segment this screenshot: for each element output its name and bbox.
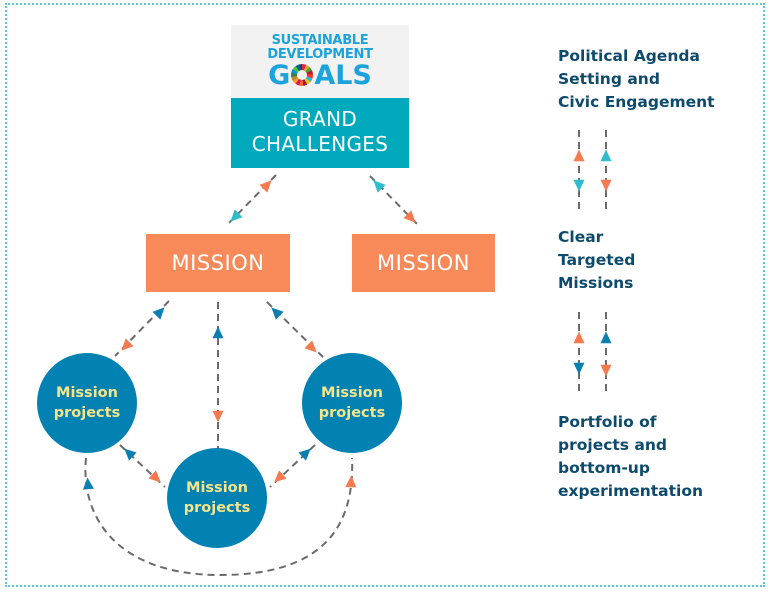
circle-line1: Mission	[56, 385, 118, 401]
side-label-line: Setting and	[558, 70, 660, 88]
side-label-targeted-missions: Clear Targeted Missions	[558, 226, 635, 295]
arrow-up-icon	[271, 307, 284, 320]
circle-line2: projects	[318, 405, 386, 421]
side-label-line: bottom-up	[558, 459, 650, 477]
arrow-up-icon	[259, 180, 272, 193]
grand-challenges-line2: CHALLENGES	[251, 132, 389, 156]
side-label-line: experimentation	[558, 482, 704, 500]
sdg-logo-line1: SUSTAINABLE	[271, 33, 369, 48]
arrow-up-icon	[573, 149, 585, 162]
mission-projects-circle-left: Mission projects	[37, 353, 137, 453]
grand-challenges-box: GRAND CHALLENGES	[231, 98, 409, 168]
side-label-line: Clear	[558, 228, 604, 246]
circle-line1: Mission	[321, 385, 383, 401]
sdg-logo-goals: G ALS	[231, 62, 409, 90]
arrow-up-icon	[600, 149, 612, 162]
arrow-down-icon	[600, 364, 612, 377]
circle-line1: Mission	[186, 480, 248, 496]
diagram-frame	[5, 3, 765, 587]
mission-box-left: MISSION	[146, 234, 290, 292]
arrow-down-icon	[304, 340, 317, 353]
arrow-up-icon	[298, 448, 311, 461]
arrow-up-icon	[600, 331, 612, 344]
arrow-down-icon	[212, 410, 224, 423]
link-project-left-right-curve	[84, 457, 354, 577]
arrow-up-icon	[82, 477, 94, 490]
arrow-down-icon	[573, 179, 585, 192]
sdg-logo-line2: DEVELOPMENT	[267, 47, 373, 62]
mission-projects-circle-right: Mission projects	[302, 353, 402, 453]
side-label-portfolio: Portfolio of projects and bottom-up expe…	[558, 411, 703, 503]
circle-line2: projects	[183, 500, 251, 516]
arrow-down-icon	[573, 362, 585, 375]
side-label-line: Civic Engagement	[558, 93, 715, 111]
sdg-logo: SUSTAINABLE DEVELOPMENT G ALS	[231, 25, 409, 98]
arrow-down-icon	[148, 470, 161, 483]
arrow-up-icon	[373, 180, 386, 193]
side-label-line: Targeted	[558, 251, 636, 269]
arrow-down-icon	[274, 470, 287, 483]
grand-challenges-line1: GRAND	[282, 107, 358, 131]
circle-line2: projects	[53, 405, 121, 421]
arrow-down-icon	[230, 209, 243, 222]
arrow-up-icon	[124, 448, 137, 461]
side-label-political-agenda: Political Agenda Setting and Civic Engag…	[558, 45, 715, 114]
arrow-up-icon	[212, 326, 224, 339]
arrow-down-icon	[403, 210, 416, 223]
side-label-line: Political Agenda	[558, 47, 700, 65]
sdg-color-wheel-icon	[291, 64, 314, 86]
arrow-up-icon	[573, 331, 585, 344]
sdg-logo-als: ALS	[314, 60, 372, 91]
arrow-up-icon	[345, 475, 357, 488]
arrow-down-icon	[600, 179, 612, 192]
side-label-line: projects and	[558, 436, 668, 454]
mission-box-right: MISSION	[352, 234, 495, 292]
side-label-line: Missions	[558, 274, 634, 292]
side-label-line: Portfolio of	[558, 413, 657, 431]
arrow-down-icon	[121, 338, 134, 351]
mission-projects-circle-center: Mission projects	[167, 448, 267, 548]
sdg-logo-g: G	[268, 60, 291, 91]
arrow-up-icon	[152, 307, 165, 320]
